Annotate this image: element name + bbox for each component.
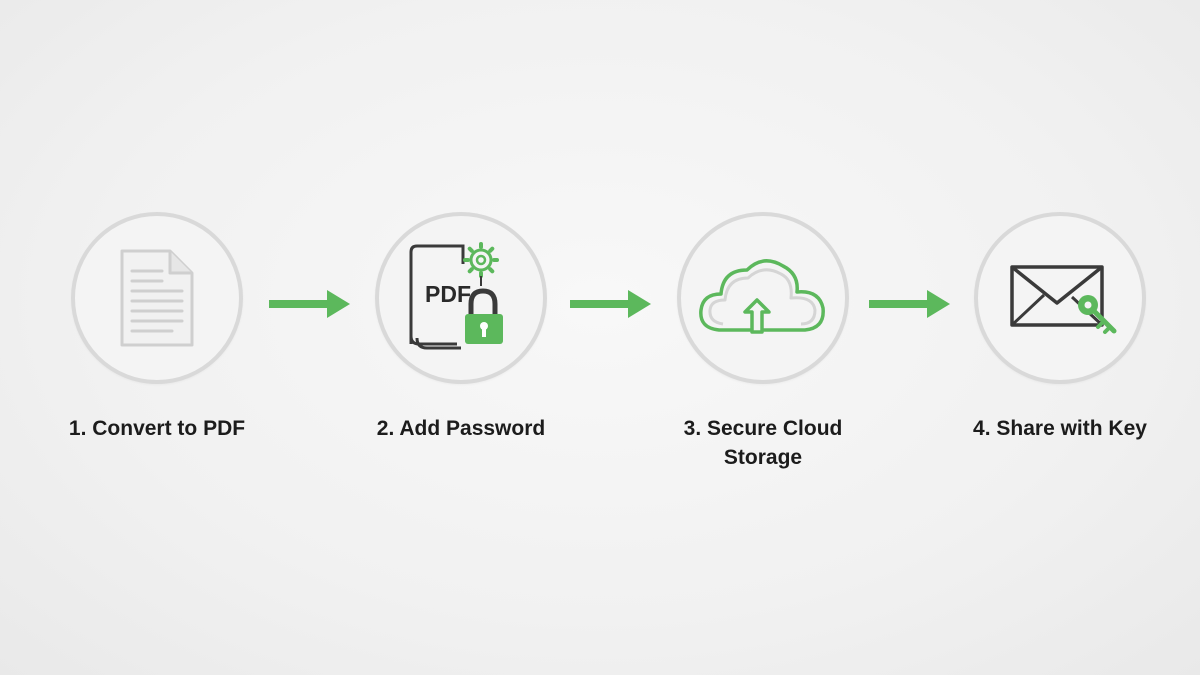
gear-icon	[463, 242, 499, 278]
step-circle: PDF	[375, 212, 547, 384]
step-circle	[974, 212, 1146, 384]
step-convert-to-pdf: 1. Convert to PDF	[37, 212, 277, 443]
step-share-with-key: 4. Share with Key	[940, 212, 1180, 443]
step-label: 4. Share with Key	[973, 417, 1147, 440]
key-icon	[1078, 295, 1117, 334]
envelope-icon	[1010, 265, 1104, 327]
step-circle	[677, 212, 849, 384]
envelope-key-icon	[1010, 265, 1117, 334]
arrow-right-icon	[269, 290, 350, 318]
step-label: 1. Convert to PDF	[68, 417, 246, 440]
cloud-upload-icon	[699, 259, 825, 334]
document-icon	[120, 249, 194, 347]
arrow-right-icon	[869, 290, 950, 318]
step-circle	[71, 212, 243, 384]
arrow-right-icon	[570, 290, 651, 318]
step-label: 3. Secure Cloud Storage	[683, 417, 843, 469]
step-add-password: PDF 2. Add Password	[341, 212, 581, 443]
step-secure-cloud-storage: 3. Secure Cloud Storage	[643, 212, 883, 472]
step-label: 2. Add Password	[376, 417, 546, 440]
pdf-lock-icon: PDF	[409, 242, 503, 350]
pdf-text: PDF	[425, 281, 471, 307]
